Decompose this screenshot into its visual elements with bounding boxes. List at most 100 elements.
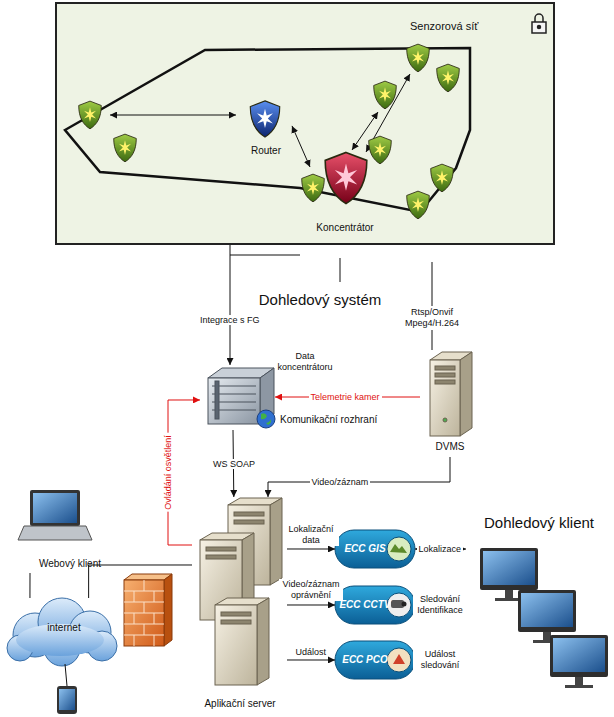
firewall-icon bbox=[134, 635, 135, 646]
connector bbox=[230, 245, 231, 365]
client-monitors bbox=[505, 590, 513, 598]
lock-icon bbox=[532, 22, 546, 33]
connector bbox=[287, 659, 335, 660]
connector-label: Sledování Identifikace bbox=[413, 594, 467, 616]
app-server-icon bbox=[206, 555, 236, 559]
app-server-icon bbox=[257, 598, 269, 685]
client-monitors bbox=[518, 590, 576, 632]
connector bbox=[287, 604, 335, 605]
connector bbox=[89, 565, 192, 598]
ecc-module: ECC GIS bbox=[335, 530, 415, 568]
dvms-tower-icon bbox=[435, 373, 455, 377]
app-server-icon bbox=[221, 612, 251, 616]
system-frame bbox=[230, 255, 300, 256]
ecc-badges bbox=[387, 593, 411, 617]
firewall-icon bbox=[134, 613, 135, 624]
internet-cloud bbox=[7, 598, 117, 666]
network-region: RouterKoncentrátorSenzorová síť bbox=[55, 2, 555, 245]
client-monitors bbox=[575, 677, 583, 685]
ecc-module: ECC PCO bbox=[335, 641, 415, 679]
sensor-ground bbox=[55, 2, 555, 245]
dvms-tower-icon bbox=[443, 418, 447, 422]
interface-server-icon bbox=[215, 381, 219, 419]
firewall-icon bbox=[164, 574, 172, 646]
dvms-tower-icon bbox=[435, 366, 455, 370]
laptop-icon bbox=[33, 493, 77, 523]
firewall-icon bbox=[154, 635, 155, 646]
firewall-icon bbox=[134, 591, 135, 602]
protocol-note: Rtsp/Onvif Mpeg4/H.264 bbox=[402, 306, 462, 330]
firewall-icon bbox=[154, 591, 155, 602]
connector-label: Ovládání osvětlení bbox=[162, 433, 173, 512]
connector-label: WS SOAP bbox=[211, 459, 257, 470]
lock-icon bbox=[535, 14, 543, 22]
client-monitors bbox=[480, 548, 608, 688]
node-label: ECC PCO bbox=[342, 654, 388, 666]
firewall-icon bbox=[124, 574, 172, 646]
ecc-badges bbox=[335, 530, 415, 568]
connector-label: Integrace s FG bbox=[198, 315, 262, 326]
sensor-shields bbox=[79, 101, 102, 129]
connector-label: Událost bbox=[294, 647, 329, 658]
firewall-icon bbox=[154, 613, 155, 624]
data-note: Data koncentrátoru bbox=[272, 351, 338, 373]
app-server-icon bbox=[206, 547, 236, 551]
connector-label: Video/záznam bbox=[310, 477, 371, 488]
client-monitors bbox=[550, 635, 608, 677]
node-label: ECC CCTV bbox=[339, 599, 390, 611]
ecc-module: ECC CCTV bbox=[335, 586, 415, 624]
connector bbox=[292, 126, 310, 167]
concentrator-node: Koncentrátor bbox=[310, 150, 380, 235]
connector bbox=[268, 457, 450, 497]
node-label: Webový klient bbox=[39, 558, 101, 570]
client-monitors bbox=[565, 685, 593, 688]
laptop-icon bbox=[18, 490, 92, 540]
client-monitors bbox=[543, 632, 551, 640]
sensor-shields bbox=[431, 164, 454, 192]
dvms-server: DVMS bbox=[420, 345, 480, 457]
node-label: internet bbox=[47, 622, 80, 634]
connector-label: Lokalizační data bbox=[283, 524, 339, 546]
interface-server-icon bbox=[257, 410, 275, 428]
ecc-badges bbox=[393, 654, 405, 664]
laptop-icon bbox=[30, 490, 80, 526]
dvms-tower-icon bbox=[430, 360, 460, 436]
node-label: ECC GIS bbox=[344, 543, 385, 555]
client-monitors bbox=[521, 593, 573, 627]
connector-label: Telemetrie kamer bbox=[309, 392, 382, 403]
connector bbox=[29, 573, 30, 598]
application-server: Aplikační server bbox=[192, 497, 287, 715]
firewall-icon bbox=[124, 580, 164, 646]
ecc-badges bbox=[387, 537, 411, 561]
sensor-arrows bbox=[110, 115, 236, 116]
firewall-icon bbox=[144, 580, 145, 591]
app-server-icon bbox=[200, 498, 282, 685]
ecc-badges bbox=[335, 530, 415, 679]
sensor-arrows bbox=[110, 74, 410, 152]
lock-icon bbox=[538, 26, 541, 29]
ecc-badges bbox=[387, 648, 411, 672]
client-monitors bbox=[483, 551, 535, 585]
interface-server-icon bbox=[208, 368, 275, 428]
sensor-shields bbox=[407, 44, 430, 72]
ecc-badges bbox=[402, 602, 407, 607]
ecc-badges bbox=[335, 586, 415, 624]
sensor-shields bbox=[79, 44, 460, 219]
router-shield bbox=[250, 101, 279, 137]
interface-server-icon bbox=[261, 413, 271, 425]
connector-label: Lokalizace bbox=[417, 544, 464, 555]
system-frame bbox=[340, 258, 341, 282]
supervision-client: Dohledový klient bbox=[466, 512, 612, 709]
interface-server-icon bbox=[208, 378, 260, 424]
sensor-shields bbox=[114, 134, 137, 162]
tablet-icon bbox=[57, 686, 77, 714]
node-label: Dohledový klient bbox=[484, 514, 594, 531]
dvms-tower-icon bbox=[430, 352, 472, 436]
node-label: Router bbox=[251, 145, 281, 157]
node-label: Koncentrátor bbox=[316, 222, 373, 234]
system-title: Dohledový systém bbox=[259, 291, 382, 309]
client-monitors bbox=[480, 548, 538, 590]
interface-server: Komunikační rozhraní bbox=[200, 365, 275, 430]
node-label: Aplikační server bbox=[204, 698, 275, 710]
dvms-tower-icon bbox=[460, 352, 472, 436]
